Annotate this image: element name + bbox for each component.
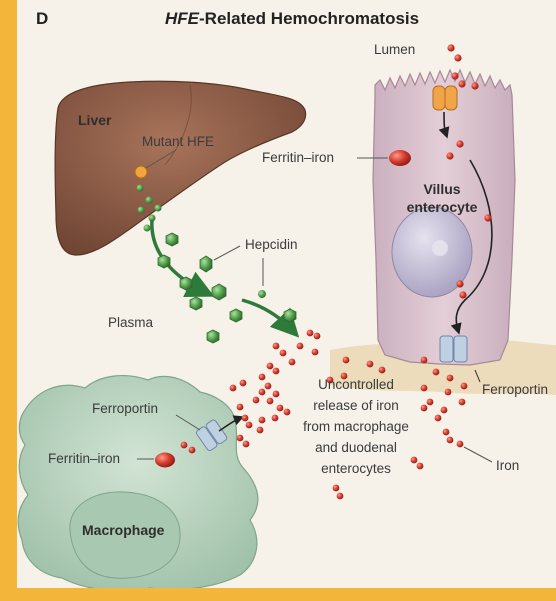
title-italic: HFE bbox=[165, 9, 200, 28]
ferritin-iron-left bbox=[155, 453, 175, 468]
label-hepcidin: Hepcidin bbox=[245, 237, 298, 252]
nucleolus bbox=[432, 240, 448, 256]
label-mutant-hfe: Mutant HFE bbox=[142, 134, 214, 149]
title-rest: -Related Hemochromatosis bbox=[199, 9, 419, 28]
uncontrolled-line-2: release of iron bbox=[313, 398, 399, 413]
mutant-hfe-marker bbox=[135, 166, 147, 178]
label-macrophage: Macrophage bbox=[82, 522, 165, 538]
diagram-svg: D HFE-Related Hemochromatosis bbox=[17, 0, 556, 588]
label-ferritin-iron-top: Ferritin–iron bbox=[262, 150, 334, 165]
apical-transporter bbox=[433, 86, 457, 110]
label-uncontrolled-release: Uncontrolled release of iron from macrop… bbox=[303, 377, 409, 476]
hepcidin-leader bbox=[214, 246, 240, 260]
panel-letter: D bbox=[36, 9, 48, 28]
hepcidin-arrow-1 bbox=[152, 220, 205, 292]
figure-panel: D HFE-Related Hemochromatosis bbox=[17, 0, 556, 588]
uncontrolled-line-4: and duodenal bbox=[315, 440, 397, 455]
label-ferritin-iron-left: Ferritin–iron bbox=[48, 451, 120, 466]
liver bbox=[55, 81, 306, 255]
iron-leader bbox=[464, 447, 492, 462]
label-villus: Villus bbox=[423, 181, 460, 197]
uncontrolled-line-1: Uncontrolled bbox=[318, 377, 394, 392]
label-liver: Liver bbox=[78, 112, 112, 128]
uncontrolled-line-3: from macrophage bbox=[303, 419, 409, 434]
ferroportin-right bbox=[440, 336, 467, 362]
uncontrolled-line-5: enterocytes bbox=[321, 461, 391, 476]
label-lumen: Lumen bbox=[374, 42, 415, 57]
label-ferroportin-left: Ferroportin bbox=[92, 401, 158, 416]
label-enterocyte: enterocyte bbox=[407, 199, 478, 215]
label-ferroportin-right: Ferroportin bbox=[482, 382, 548, 397]
figure-title: HFE-Related Hemochromatosis bbox=[165, 9, 419, 28]
label-iron: Iron bbox=[496, 458, 519, 473]
ferritin-iron-top bbox=[389, 150, 411, 166]
label-plasma: Plasma bbox=[108, 315, 154, 330]
